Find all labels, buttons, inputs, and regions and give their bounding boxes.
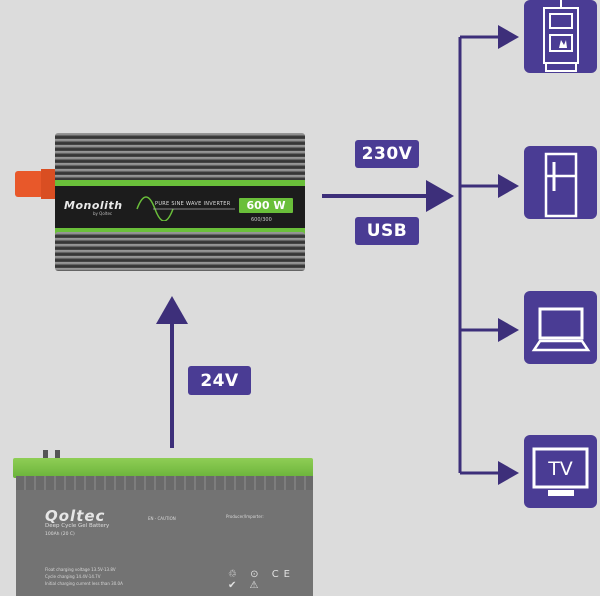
battery-model: 100Ah (20 C) <box>45 532 75 537</box>
inverter-device: Monolith by Qoltec PURE SINE WAVE INVERT… <box>15 133 305 271</box>
heat-sink-top <box>55 133 305 185</box>
spec-line: Initial charging current less than 30.0A <box>45 581 123 586</box>
battery-ridges <box>16 476 313 490</box>
inverter-brand: Monolith <box>64 199 123 212</box>
green-stripe-bottom <box>55 228 305 234</box>
label-230v: 230V <box>355 140 419 168</box>
label-usb: USB <box>355 217 419 245</box>
green-stripe-top <box>55 180 305 186</box>
laptop-icon <box>531 307 591 352</box>
importer-title: Producer/Importer: <box>226 514 264 519</box>
tv-text: TV <box>548 458 573 480</box>
battery-body: Qoltec Deep Cycle Gel Battery 100Ah (20 … <box>16 476 313 596</box>
spec-line: Float charging voltage 13.5V-13.8V <box>45 567 116 572</box>
tv-icon <box>532 447 589 496</box>
heat-sink-bottom <box>55 232 305 271</box>
device-boiler <box>524 0 597 73</box>
battery-lid <box>13 458 313 478</box>
battery-terminal <box>43 450 48 458</box>
inverter-label-band: Monolith by Qoltec PURE SINE WAVE INVERT… <box>55 180 305 234</box>
device-laptop <box>524 291 597 364</box>
sine-wave-icon <box>136 196 235 221</box>
battery-brand: Qoltec <box>45 507 106 525</box>
label-24v: 24V <box>188 366 251 395</box>
battery-device: Qoltec Deep Cycle Gel Battery 100Ah (20 … <box>13 450 313 596</box>
device-fridge <box>524 146 597 219</box>
boiler-icon <box>543 0 579 72</box>
device-tv: TV <box>524 435 597 508</box>
inverter-power: 600 W <box>239 198 293 213</box>
inverter-brand-sub: by Qoltec <box>93 211 113 216</box>
terminal-connector <box>41 169 57 199</box>
inverter-type: PURE SINE WAVE INVERTER <box>155 201 231 207</box>
spec-line: Cycle charging 14.4V-14.7V <box>45 574 101 579</box>
red-terminal-icon <box>15 171 43 197</box>
inverter-power-sub: 600/300 <box>251 217 272 223</box>
certification-icons: ♲ ⊙ CE ✔ ⚠ <box>228 569 296 591</box>
battery-name: Deep Cycle Gel Battery <box>45 523 110 529</box>
caution-title: EN - CAUTION <box>148 516 176 521</box>
fridge-icon <box>544 152 578 218</box>
battery-terminal <box>55 450 60 458</box>
